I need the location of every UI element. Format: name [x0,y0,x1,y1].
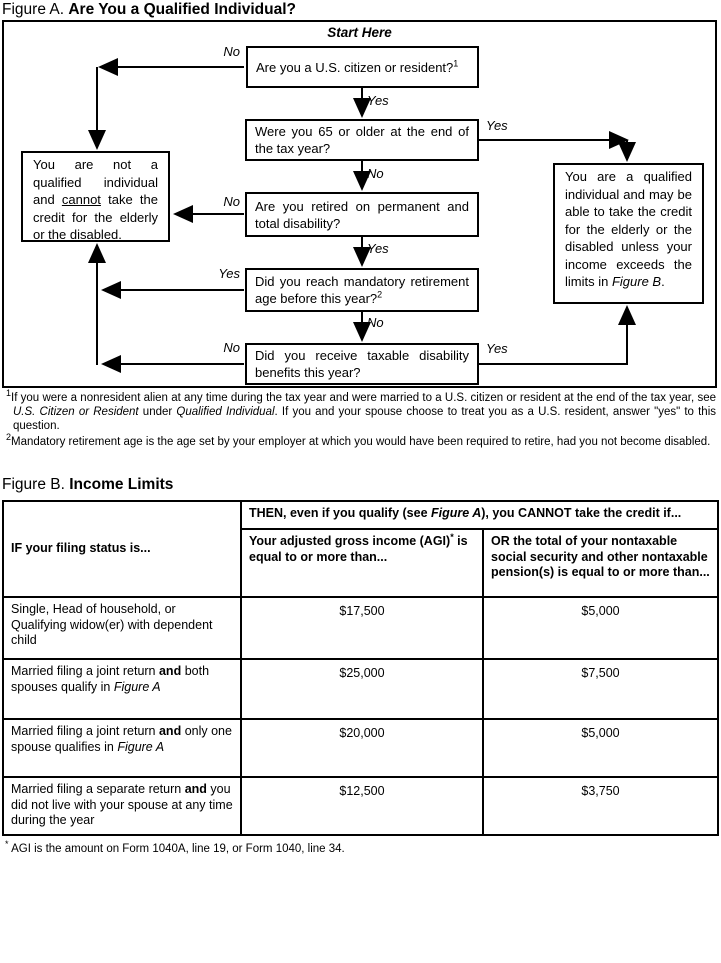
qualified-text-end: . [661,274,665,289]
agi-header-text: Your adjusted gross income (AGI) [249,534,451,548]
pension-cell: $7,500 [481,658,720,720]
qualified-text: You are a qualified individual and may b… [565,169,692,289]
agi-footnote-text: AGI is the amount on Form 1040A, line 19… [8,843,345,855]
table-row: Married filing a separate return and you… [2,776,720,836]
agi-cell: $25,000 [240,658,484,720]
then-header-text: THEN, even if you qualify (see [249,506,431,520]
agi-header-asterisk: * [450,531,454,542]
not-qualified-text: You are not a qualified individual and [33,157,158,207]
filing-status-header: IF your filing status is... [2,500,242,598]
label-no-age: No [367,166,384,181]
label-no-citizen: No [223,44,240,59]
then-header-text-end: ), you CANNOT take the credit if... [481,506,682,520]
figure-a-flowchart: Start Here Are you a U.S. citizen or res… [2,20,717,388]
figure-b-title: Income Limits [69,476,174,493]
qualified-figure-b-ref: Figure B [611,274,662,289]
agi-cell: $12,500 [240,776,484,836]
footnote-1: 1If you were a nonresident alien at any … [6,388,717,433]
agi-footnote-marker: * [5,839,9,850]
pension-header: OR the total of your nontaxable social s… [481,528,720,598]
disability-question-text: Are you retired on permanent and total d… [255,198,469,231]
figure-b-label: Figure B. [2,476,65,493]
table-row: Single, Head of household, or Qualifying… [2,596,720,660]
status-mid: both spouses qualify in [11,664,210,694]
footnote-2: 2Mandatory retirement age is the age set… [6,432,716,449]
status-bold: and [184,782,207,796]
node-not-qualified-result: You are not a qualified individual and c… [21,151,170,242]
status-text: Single, Head of household, or Qualifying… [11,602,213,647]
status-text: Married filing a joint return [11,724,159,738]
status-figure-ref: Figure A [117,739,165,754]
pension-cell: $5,000 [481,596,720,660]
status-text: Married filing a separate return [11,782,185,796]
mandatory-footnote-ref: 2 [377,289,383,300]
figure-a-footnotes: 1If you were a nonresident alien at any … [6,388,717,451]
footnote-1-citizen-ref: U.S. Citizen or Resident [13,406,139,418]
status-text: Married filing a joint return [11,664,159,678]
node-taxable-benefits-question: Did you receive taxable disability benef… [245,343,479,385]
label-no-benefits: No [223,340,240,355]
mandatory-question-text: Did you reach mandatory retirement age b… [255,274,469,306]
status-mid: you did not live with your spouse at any… [11,782,233,827]
table-row: Married filing a joint return and only o… [2,718,720,778]
node-age-question: Were you 65 or older at the end of the t… [245,119,479,161]
filing-status-header-text: IF your filing status is... [11,541,151,556]
label-no-retired: No [223,194,240,209]
agi-header-text-end: is equal to or more than... [249,534,468,564]
label-no-mandatory: No [367,315,384,330]
filing-status-cell: Married filing a separate return and you… [2,776,242,836]
node-mandatory-retirement-question: Did you reach mandatory retirement age b… [245,268,479,312]
agi-cell: $17,500 [240,596,484,660]
citizen-question-text: Are you a U.S. citizen or resident? [256,59,454,75]
status-bold: and [158,724,182,738]
label-yes-mandatory: Yes [218,266,240,281]
footnote-1-text: If you were a nonresident alien at any t… [11,392,716,404]
age-question-text: Were you 65 or older at the end of the t… [255,124,469,156]
figure-a-title: Are You a Qualified Individual? [68,1,296,18]
figure-b-heading: Figure B. Income Limits [2,476,173,494]
filing-status-cell: Single, Head of household, or Qualifying… [2,596,242,660]
footnote-1-qualified-ref: Qualified Individual [176,406,275,418]
label-yes-age: Yes [486,118,508,133]
then-header-figure-a-ref: Figure A [431,506,482,520]
node-disability-question: Are you retired on permanent and total d… [245,192,479,237]
footnote-1-under: under [138,406,177,418]
then-header: THEN, even if you qualify (see Figure A)… [239,500,720,530]
footnote-1-text-end: . If you and your spouse choose to treat… [13,406,717,432]
status-figure-ref: Figure A [113,679,161,694]
start-here-label: Start Here [327,25,392,40]
pension-cell: $3,750 [481,776,720,836]
node-qualified-result: You are a qualified individual and may b… [553,163,704,304]
footnote-2-text: Mandatory retirement age is the age set … [11,436,711,448]
label-yes-retired: Yes [367,241,389,256]
filing-status-cell: Married filing a joint return and both s… [2,658,242,720]
not-qualified-text-end: take the credit for the elderly or the d… [33,192,158,242]
filing-status-cell: Married filing a joint return and only o… [2,718,242,778]
citizen-footnote-ref: 1 [453,58,459,69]
node-citizen-question: Are you a U.S. citizen or resident?1 [246,46,479,88]
table-row: Married filing a joint return and both s… [2,658,720,720]
label-yes-citizen: Yes [367,93,389,108]
footnote-1-marker: 1 [6,388,12,399]
status-bold: and [158,664,182,678]
agi-cell: $20,000 [240,718,484,778]
pension-cell: $5,000 [481,718,720,778]
footnote-2-marker: 2 [6,432,12,443]
income-limits-table: IF your filing status is... THEN, even i… [2,500,720,836]
not-qualified-cannot: cannot [61,192,101,207]
pension-header-text: OR the total of your nontaxable social s… [491,534,710,579]
figure-a-heading: Figure A. Are You a Qualified Individual… [2,1,296,19]
figure-a-label: Figure A. [2,1,65,18]
status-mid: only one spouse qualifies in [11,724,232,754]
agi-definition-footnote: * AGI is the amount on Form 1040A, line … [5,840,345,855]
benefits-question-text: Did you receive taxable disability benef… [255,348,469,380]
label-yes-benefits: Yes [486,341,508,356]
agi-header: Your adjusted gross income (AGI)* is equ… [240,528,484,598]
